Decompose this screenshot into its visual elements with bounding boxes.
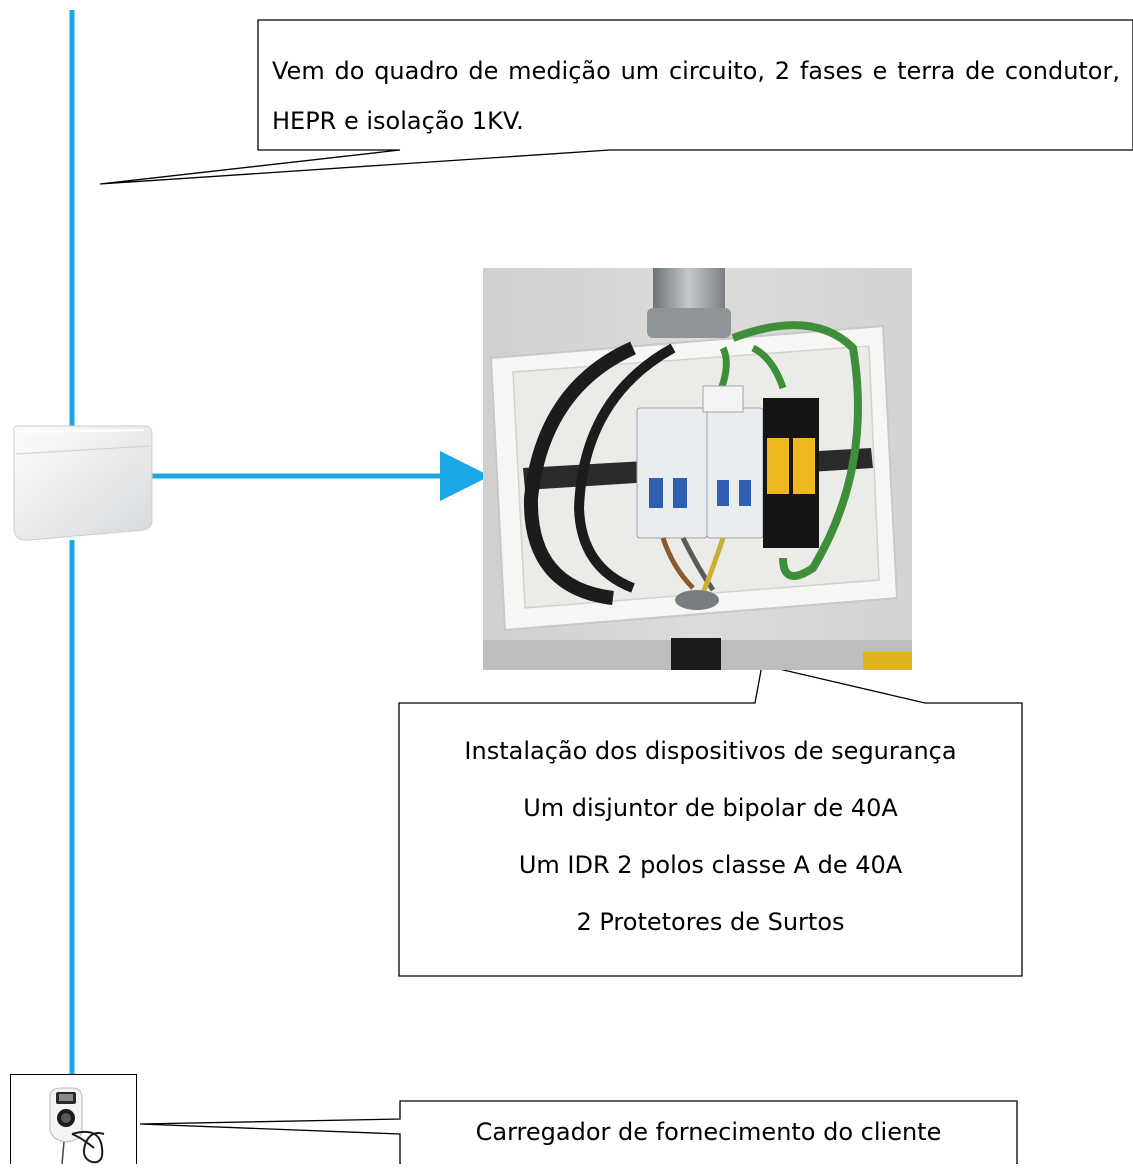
charger-callout-text: Carregador de fornecimento do cliente: [475, 1118, 942, 1146]
devices-item-surge: 2 Protetores de Surtos: [576, 908, 845, 936]
top-callout-shape: [99, 19, 1133, 185]
devices-title: Instalação dos dispositivos de segurança: [464, 737, 957, 765]
devices-item-idr: Um IDR 2 polos classe A de 40A: [518, 851, 903, 879]
charger-callout-shape: [139, 1100, 1018, 1164]
electrical-box-photo: [483, 268, 912, 670]
top-callout-text: Vem do quadro de medição um circuito, 2 …: [272, 57, 1120, 135]
distribution-panel-icon: [8, 424, 154, 542]
devices-callout-shape: [398, 664, 1023, 977]
devices-item-breaker: Um disjuntor de bipolar de 40A: [523, 794, 898, 822]
devices-callout: Instalação dos dispositivos de segurança…: [399, 723, 1022, 951]
ev-charger-icon: [10, 1074, 137, 1168]
